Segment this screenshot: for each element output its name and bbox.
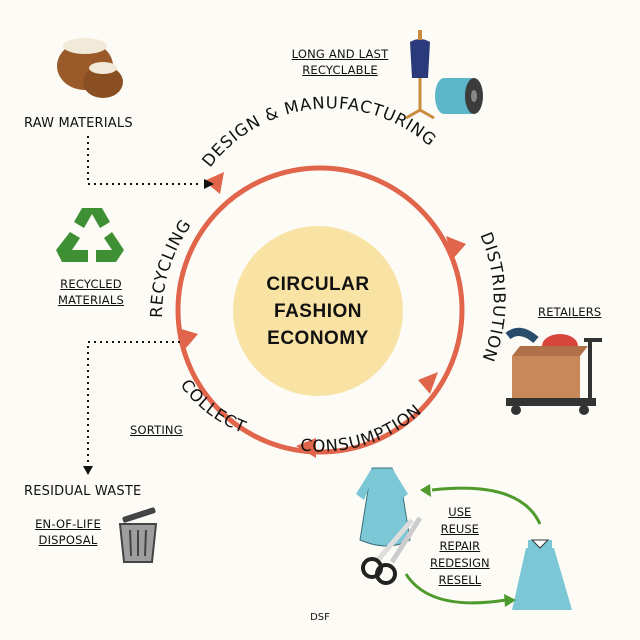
end-of-life-label: EN-OF-LIFE DISPOSAL bbox=[28, 516, 108, 548]
center-title: CIRCULAR FASHION ECONOMY bbox=[233, 226, 403, 396]
stage-distribution-label: DISTRIBUTION bbox=[476, 229, 508, 364]
disposal-line: DISPOSAL bbox=[38, 533, 98, 547]
mannequin-icon bbox=[405, 30, 435, 120]
recycled-materials-label: RECYCLED MATERIALS bbox=[52, 276, 130, 308]
recycled-line: RECYCLED bbox=[60, 277, 122, 291]
raw-materials-connector bbox=[87, 136, 202, 185]
recyclable-line: RECYCLABLE bbox=[302, 63, 378, 77]
recycle-icon bbox=[56, 208, 124, 262]
ring-arrowhead bbox=[178, 328, 198, 348]
stage-recycling-label: RECYCLING bbox=[147, 216, 195, 318]
stage-design-label: DESIGN & MANUFACTURING bbox=[198, 93, 440, 170]
thread-spool-icon bbox=[435, 78, 483, 114]
cycle-ring bbox=[175, 165, 465, 455]
ring-arrowhead bbox=[446, 236, 466, 260]
ring-arrowhead bbox=[418, 372, 438, 394]
dress-icon bbox=[356, 467, 411, 547]
raw-materials-label: RAW MATERIALS bbox=[24, 116, 133, 131]
reuse-actions-list: USE REUSE REPAIR REDESIGN RESELL bbox=[430, 504, 490, 589]
reuse-arrow-bottom bbox=[404, 573, 507, 605]
center-title-line: FASHION bbox=[274, 300, 362, 322]
center-title-line: ECONOMY bbox=[267, 327, 369, 349]
cart-icon bbox=[505, 327, 602, 415]
residual-waste-label: RESIDUAL WASTE bbox=[24, 484, 142, 499]
sacks-icon bbox=[57, 38, 123, 98]
stage-collect-label: COLLECT bbox=[177, 376, 249, 437]
reuse-arrowhead bbox=[420, 484, 431, 497]
long-and-last-label: LONG AND LAST RECYCLABLE bbox=[284, 46, 396, 78]
reuse-action: REDESIGN bbox=[430, 556, 490, 570]
reuse-action: REPAIR bbox=[439, 539, 481, 553]
long-and-last-line: LONG AND LAST bbox=[291, 47, 389, 61]
residual-connector bbox=[87, 341, 180, 466]
reuse-arrow-top bbox=[431, 486, 542, 525]
reuse-action: RESELL bbox=[438, 573, 482, 587]
reuse-arrowhead bbox=[504, 594, 516, 607]
ring-arrowhead bbox=[204, 172, 224, 194]
scissors-icon bbox=[361, 516, 423, 585]
retailers-label: RETAILERS bbox=[538, 305, 602, 319]
connector-arrowhead bbox=[83, 466, 93, 475]
sorting-label: SORTING bbox=[130, 423, 183, 437]
credit-label: DSF bbox=[310, 612, 330, 623]
connector-arrowhead bbox=[204, 179, 214, 189]
end-of-life-line: EN-OF-LIFE bbox=[35, 517, 101, 531]
child-dress-icon bbox=[512, 539, 572, 610]
center-title-line: CIRCULAR bbox=[266, 273, 370, 295]
ring-arrowhead bbox=[296, 438, 316, 458]
stage-consumption-label: CONSUMPTION bbox=[300, 400, 426, 455]
trash-icon bbox=[118, 507, 158, 563]
materials-line: MATERIALS bbox=[58, 293, 124, 307]
reuse-action: REUSE bbox=[440, 522, 479, 536]
reuse-action: USE bbox=[448, 505, 472, 519]
